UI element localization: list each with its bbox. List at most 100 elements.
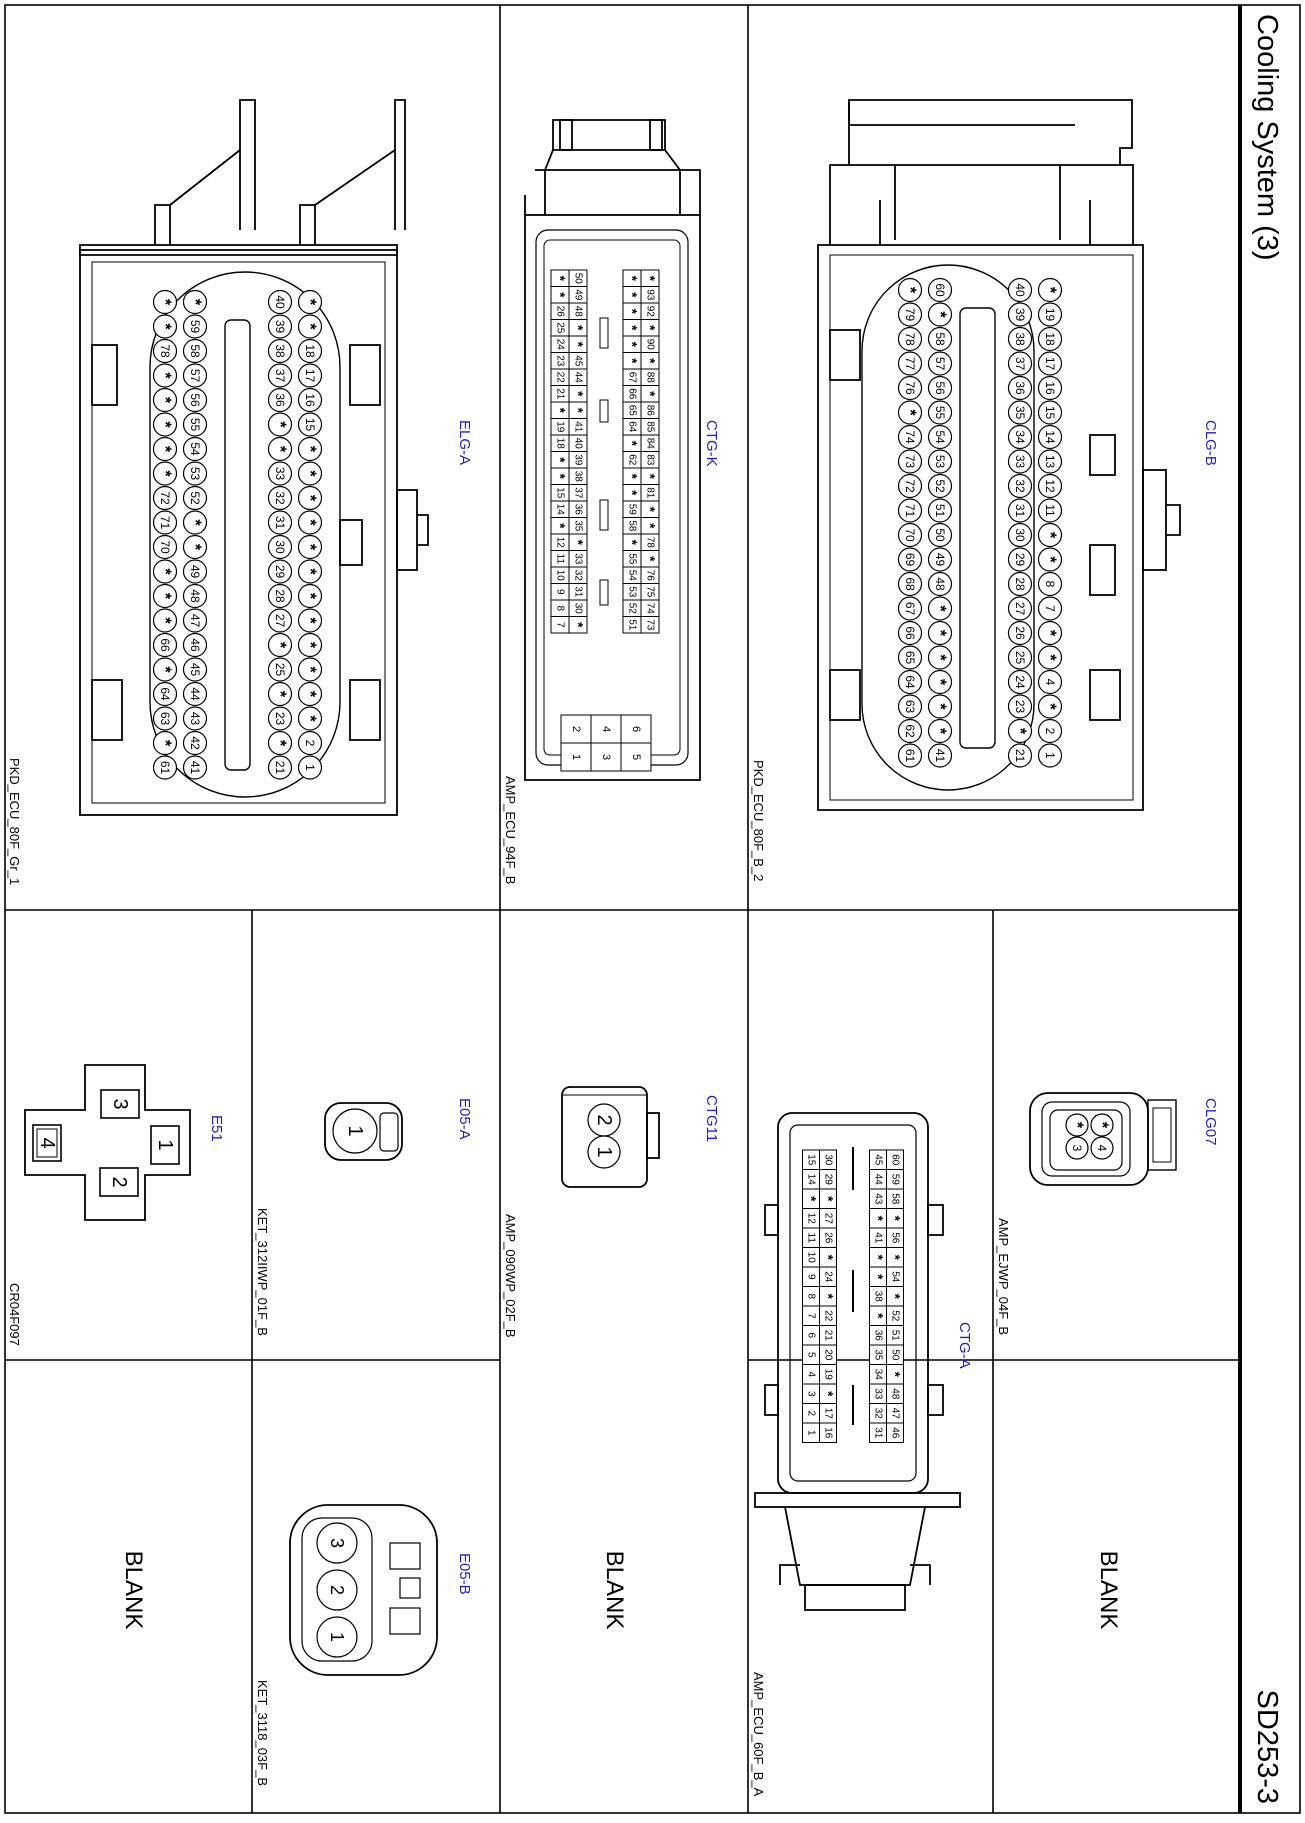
elg-a-pin-label: *: [186, 544, 204, 551]
e05-a-pin-label: 1: [344, 1125, 366, 1136]
elg-a-pin-circle: [267, 485, 293, 511]
ctg-k-pin-label: 39: [573, 454, 584, 466]
clg-b-pin-circle: [1037, 571, 1063, 597]
ctg-a-pin-label: *: [804, 1196, 819, 1202]
clg07-pin-label: *: [1068, 1122, 1086, 1129]
ctg-k-pin-label: 75: [645, 586, 656, 598]
clg-b-pin-circle: [1007, 669, 1033, 695]
elg-a-pin-circle: [182, 632, 208, 658]
ctg-a-pin-label: 41: [873, 1232, 884, 1244]
clg07-pin-label: 3: [1070, 1145, 1084, 1152]
clg-b-pin-circle: [1037, 351, 1063, 376]
ctg-a-pin-label: 50: [890, 1349, 901, 1361]
clg-b-pin-label: 73: [903, 455, 917, 469]
clg-b-pin-circle: [927, 718, 953, 744]
part-e51: CR04F097: [7, 1283, 22, 1346]
ctg-k-pin-label: 88: [645, 372, 656, 384]
ctg11-housing: [561, 1086, 660, 1188]
ctg-a-pin-label: 30: [823, 1154, 834, 1166]
clg-b-pin-label: *: [1041, 532, 1059, 539]
code-ctg-a: CTG-A: [956, 1322, 973, 1369]
clg-b-pin-circle: [1007, 522, 1033, 548]
code-e05-b: E05-B: [456, 1553, 473, 1595]
ctg-k-pin-label: 2: [570, 726, 582, 732]
ctg-k-pin-label: 9: [555, 589, 566, 595]
ctg-a-pin-label: 22: [823, 1310, 834, 1322]
ctg-a-pin-label: *: [821, 1391, 836, 1397]
clg-b-pin-circle: [927, 694, 953, 719]
elg-a-pin-label: 48: [188, 589, 202, 603]
clg-b-pin-circle: [897, 522, 923, 548]
part-clg07: AMP_EJWP_04F_B: [996, 1218, 1011, 1335]
ctg-a-pin-label: 60: [890, 1154, 901, 1166]
ctg-a-pin-label: 36: [873, 1330, 884, 1342]
clg07-pins: *4*3: [1065, 1113, 1114, 1160]
part-ctg-k: AMP_ECU_94F_B: [503, 776, 518, 884]
clg-b-pin-label: 52: [933, 479, 947, 493]
clg-b-pin-circle: [1007, 547, 1033, 572]
elg-a-pin-circle: [267, 583, 293, 609]
clg-b-pin-circle: [927, 620, 953, 646]
ctg-k-pin-label: 36: [573, 504, 584, 516]
elg-a-pin-circle: [152, 363, 178, 388]
clg-b-pin-label: 60: [933, 283, 947, 297]
elg-a-pin-label: *: [301, 715, 319, 722]
clg-b-pin-label: 38: [1013, 332, 1027, 346]
ctg-a-pin-label: 51: [890, 1330, 901, 1342]
clg-b-pin-label: 17: [1043, 357, 1057, 371]
clg-b-pin-circle: [927, 277, 953, 303]
elg-a-pin-label: 33: [273, 467, 287, 481]
clg-b-pin-circle: [1007, 449, 1033, 474]
elg-a-pin-circle: [297, 314, 323, 339]
elg-a-pin-circle: [152, 730, 178, 756]
clg-b-pin-label: *: [1041, 703, 1059, 710]
clg-b-pin-label: 35: [1013, 406, 1027, 420]
clg-b-pin-label: 78: [903, 332, 917, 346]
elg-a-pin-label: 54: [188, 442, 202, 456]
clg-b-pin-circle: [1037, 326, 1063, 352]
e05-b-pin-circle: [316, 1616, 358, 1658]
e05-b-pin-label: 2: [327, 1585, 347, 1595]
ctg-k-pin-label: 41: [573, 421, 584, 433]
clg-b-pin-circle: [897, 620, 923, 646]
clg-b-pin-circle: [1007, 473, 1033, 499]
elg-a-pin-label: 16: [303, 393, 317, 407]
elg-a-pin-circle: [267, 559, 293, 584]
ctg11-pin-label: 1: [593, 1146, 615, 1157]
clg-b-pin-label: 8: [1043, 581, 1057, 588]
ctg-a-pin-label: 54: [890, 1271, 901, 1283]
ctg-a-pins: 605958*56*54*525150*484746454443*41**38*…: [802, 1149, 904, 1443]
ctg-a-pin-label: *: [821, 1294, 836, 1300]
elg-a-pin-label: 52: [188, 491, 202, 505]
clg-b-pin-label: 34: [1013, 430, 1027, 444]
elg-a-pin-circle: [152, 461, 178, 486]
ctg-k-pin-label: 86: [645, 405, 656, 417]
ctg-k-pin-label: *: [571, 622, 586, 628]
clg-b-pin-label: *: [1041, 630, 1059, 637]
clg-b-pin-circle: [1037, 620, 1063, 646]
elg-a-pin-circle: [182, 338, 208, 364]
elg-a-pin-label: 21: [273, 761, 287, 775]
ctg-k-pin-label: 11: [555, 554, 566, 565]
clg-b-pin-circle: [927, 400, 953, 425]
ctg-k-pin-label: *: [625, 342, 640, 348]
ctg-k-pin-label: *: [625, 292, 640, 298]
ctg-k-pin-label: 59: [627, 504, 638, 516]
elg-a-pin-label: 45: [188, 663, 202, 677]
clg-b-pin-circle: [927, 547, 953, 572]
elg-a-pin-circle: [152, 632, 178, 658]
elg-a-pin-label: 17: [303, 369, 317, 383]
clg-b-pin-circle: [897, 694, 923, 719]
e51-pin-cell: [32, 1124, 62, 1162]
elg-a-pin-label: 39: [273, 320, 287, 334]
elg-a-pin-circle: [297, 412, 323, 437]
ctg-a-pin-label: 26: [823, 1232, 834, 1244]
e51-pin-cell: [99, 1167, 139, 1197]
ctg-a-pin-label: 38: [873, 1291, 884, 1303]
elg-a-pin-label: *: [186, 519, 204, 526]
elg-a-pin-circle: [297, 681, 323, 707]
elg-a-pin-label: *: [271, 740, 289, 747]
ctg-a-pin-label: 12: [806, 1213, 817, 1225]
elg-a-pin-circle: [152, 608, 178, 633]
